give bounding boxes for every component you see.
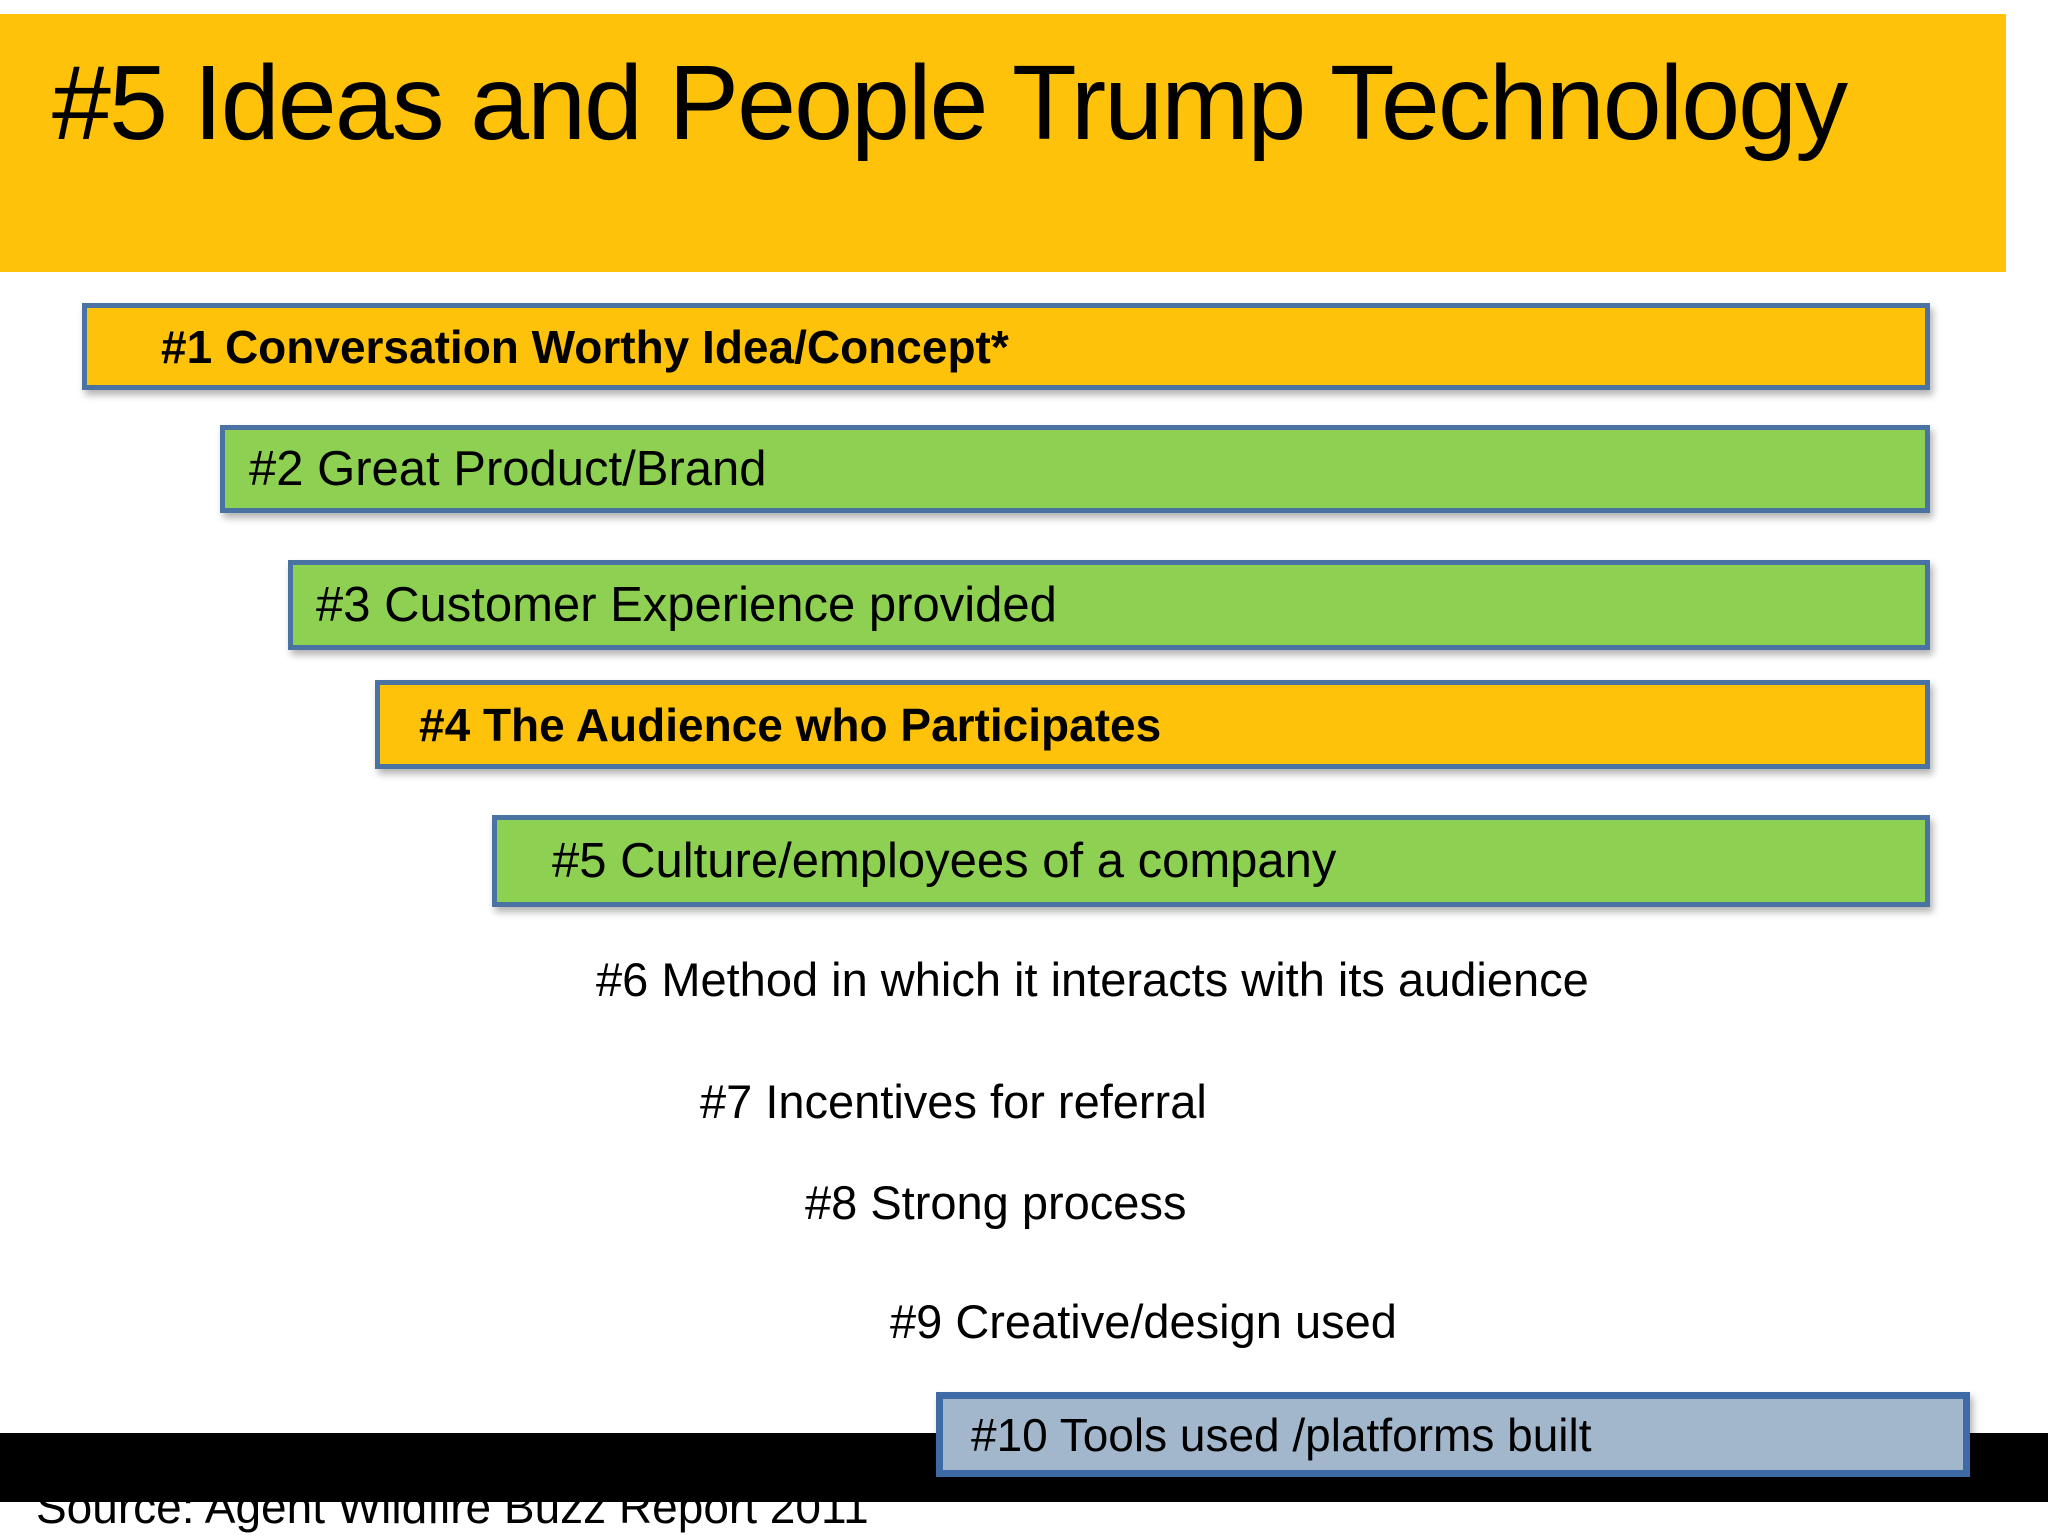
header-banner: #5 Ideas and People Trump Technology (0, 14, 2006, 272)
rank-text-9: #9 Creative/design used (890, 1295, 1397, 1348)
rank-bar-5: #5 Culture/employees of a company (492, 815, 1930, 907)
rank-bar-3: #3 Customer Experience provided (288, 560, 1930, 650)
rank-bar-4: #4 The Audience who Participates (375, 680, 1930, 769)
rank-bar-2: #2 Great Product/Brand (220, 425, 1930, 513)
slide-title: #5 Ideas and People Trump Technology (52, 44, 1848, 162)
rank-text-7: #7 Incentives for referral (700, 1075, 1207, 1128)
rank-bar-10: #10 Tools used /platforms built (936, 1392, 1970, 1477)
rank-bar-1: #1 Conversation Worthy Idea/Concept* (82, 303, 1930, 390)
rank-text-6: #6 Method in which it interacts with its… (596, 953, 1589, 1006)
rank-text-8: #8 Strong process (805, 1176, 1187, 1229)
